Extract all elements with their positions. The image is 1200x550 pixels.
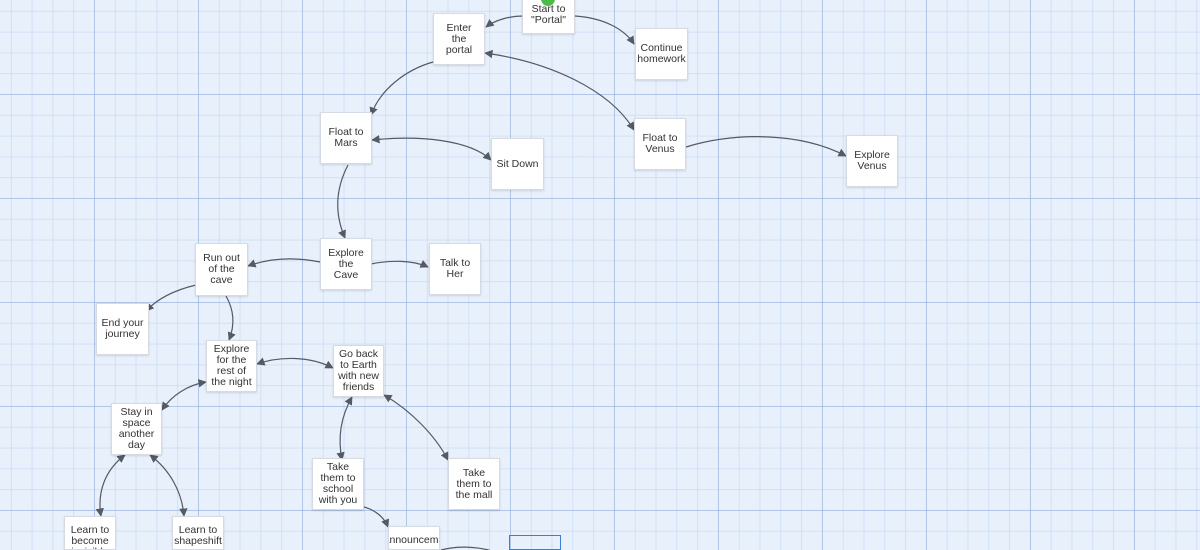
node-announcement[interactable]: announceme (388, 526, 440, 550)
node-label: Sit Down (496, 157, 539, 170)
node-enter-the-portal[interactable]: Enter the portal (433, 13, 485, 65)
node-label: Stay in space another day (118, 406, 155, 451)
node-learn-invisible[interactable]: Learn to become invisible (64, 516, 116, 550)
edge-float-venus-to-explore-venus[interactable] (685, 136, 847, 157)
edge-explore-cave-to-talk-her[interactable] (370, 259, 429, 268)
node-end-your-journey[interactable]: End your journey (96, 303, 149, 355)
node-label: announceme (389, 534, 439, 546)
node-explore-venus[interactable]: Explore Venus (846, 135, 898, 187)
edge-go-back-earth-to-take-school[interactable] (336, 396, 353, 461)
edge-start-to-continue-homework[interactable] (574, 15, 635, 45)
node-label: Start to "Portal" (531, 3, 566, 26)
edge-explore-night-to-go-back-earth[interactable] (256, 357, 334, 369)
edge-float-mars-to-explore-cave[interactable] (337, 164, 349, 239)
node-label: Explore for the rest of the night (211, 343, 252, 388)
edge-run-out-to-end-journey[interactable] (145, 284, 197, 312)
node-talk-to-her[interactable]: Talk to Her (429, 243, 481, 295)
node-label: Take them to school with you (318, 461, 358, 506)
node-label: Take them to the mall (455, 466, 493, 501)
node-run-out-of-the-cave[interactable]: Run out of the cave (195, 243, 248, 296)
node-selected-empty[interactable] (509, 535, 561, 550)
edge-take-school-to-announcement[interactable] (363, 506, 390, 528)
node-label: Run out of the cave (203, 252, 240, 286)
node-label: Enter the portal (445, 21, 473, 56)
start-badge-icon (541, 0, 555, 6)
edge-enter-portal-to-float-mars[interactable] (369, 61, 434, 116)
node-label: Float to Venus (642, 132, 678, 155)
node-take-them-to-mall[interactable]: Take them to the mall (448, 458, 500, 510)
node-label: Learn to shapeshift (174, 524, 222, 547)
node-go-back-to-earth[interactable]: Go back to Earth with new friends (333, 345, 384, 397)
edge-stay-space-to-invisible[interactable] (95, 454, 126, 517)
node-explore-the-cave[interactable]: Explore the Cave (320, 238, 372, 290)
node-label: Float to Mars (328, 126, 364, 149)
node-stay-in-space[interactable]: Stay in space another day (111, 403, 162, 455)
node-explore-rest-of-night[interactable]: Explore for the rest of the night (206, 340, 257, 392)
node-take-them-to-school[interactable]: Take them to school with you (312, 458, 364, 510)
node-sit-down[interactable]: Sit Down (491, 138, 544, 190)
edge-run-out-to-explore-night[interactable] (225, 295, 236, 341)
node-label: End your journey (101, 317, 144, 340)
edge-go-back-earth-to-take-mall[interactable] (383, 394, 449, 461)
edge-explore-night-to-stay-space[interactable] (161, 379, 207, 411)
edge-stay-space-to-shapeshift[interactable] (149, 454, 188, 517)
edge-float-mars-to-sit-down[interactable] (371, 135, 492, 161)
node-label: Talk to Her (439, 257, 471, 280)
edge-enter-portal-to-float-venus[interactable] (484, 49, 635, 131)
node-float-to-mars[interactable]: Float to Mars (320, 112, 372, 164)
node-learn-shapeshift[interactable]: Learn to shapeshift (172, 516, 224, 550)
node-label: Continue homework (637, 42, 686, 65)
node-label: Go back to Earth with new friends (338, 348, 379, 393)
node-continue-homework[interactable]: Continue homework (635, 28, 688, 80)
node-label: Learn to become invisible (70, 524, 110, 550)
node-label: Explore Venus (854, 149, 890, 172)
node-label: Explore the Cave (328, 246, 364, 281)
edge-start-to-enter-portal[interactable] (485, 15, 524, 28)
edge-explore-cave-to-run-out[interactable] (247, 258, 321, 268)
node-float-to-venus[interactable]: Float to Venus (634, 118, 686, 170)
